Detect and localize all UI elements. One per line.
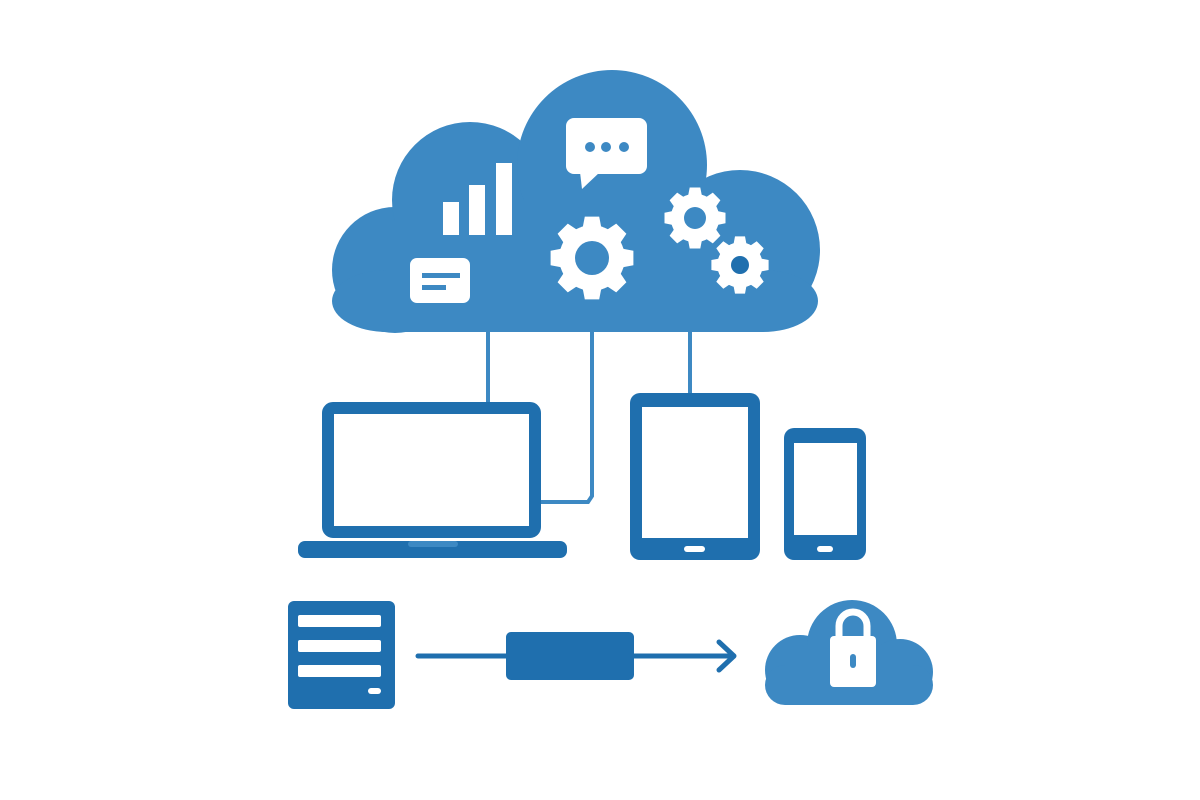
arrow-right-icon xyxy=(415,632,737,680)
laptop-icon xyxy=(298,402,567,558)
bar-chart-icon xyxy=(443,163,512,235)
server-icon xyxy=(288,601,395,709)
smartphone-icon xyxy=(784,428,866,560)
cloud-icon xyxy=(332,70,820,333)
secure-cloud-lock-icon xyxy=(765,600,933,705)
gear-icon xyxy=(550,216,634,300)
gear-icon xyxy=(664,187,726,249)
chat-bubble-icon xyxy=(566,118,647,189)
tablet-icon xyxy=(630,393,760,560)
gear-icon xyxy=(711,236,769,294)
document-card-icon xyxy=(410,258,470,303)
lock-icon xyxy=(830,608,876,687)
connector-lines xyxy=(486,330,692,504)
